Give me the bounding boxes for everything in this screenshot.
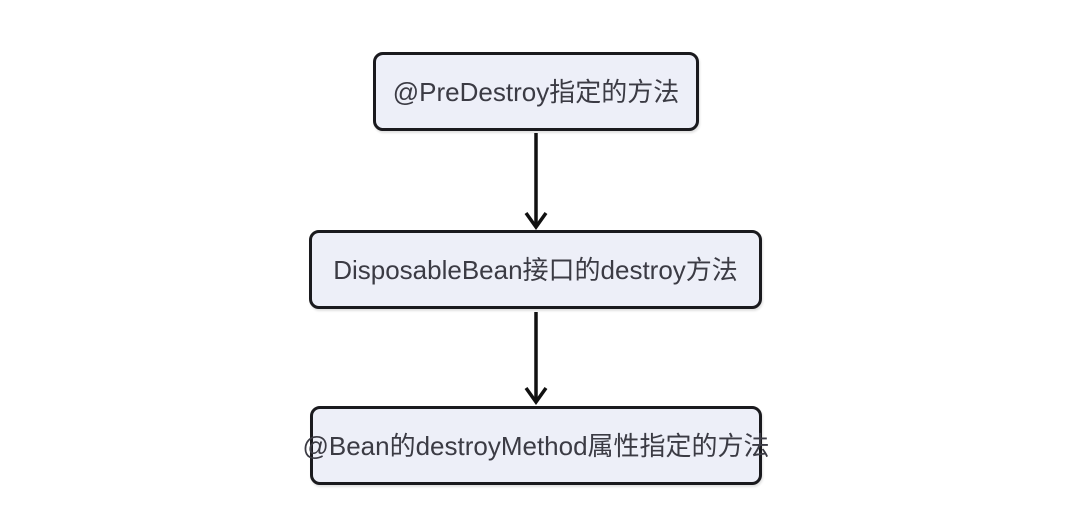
flow-node-label: @PreDestroy指定的方法 — [392, 76, 680, 107]
flow-node-label: @Bean的destroyMethod属性指定的方法 — [302, 430, 770, 461]
flow-node-predestroy-method: @PreDestroy指定的方法 — [373, 52, 699, 131]
arrow-down-icon — [524, 312, 548, 405]
flow-node-bean-destroymethod: @Bean的destroyMethod属性指定的方法 — [302, 406, 770, 485]
flow-node-disposablebean-destroy: DisposableBean接口的destroy方法 — [309, 230, 762, 309]
arrow-down-icon — [524, 133, 548, 230]
flow-node-label: DisposableBean接口的destroy方法 — [333, 254, 738, 285]
